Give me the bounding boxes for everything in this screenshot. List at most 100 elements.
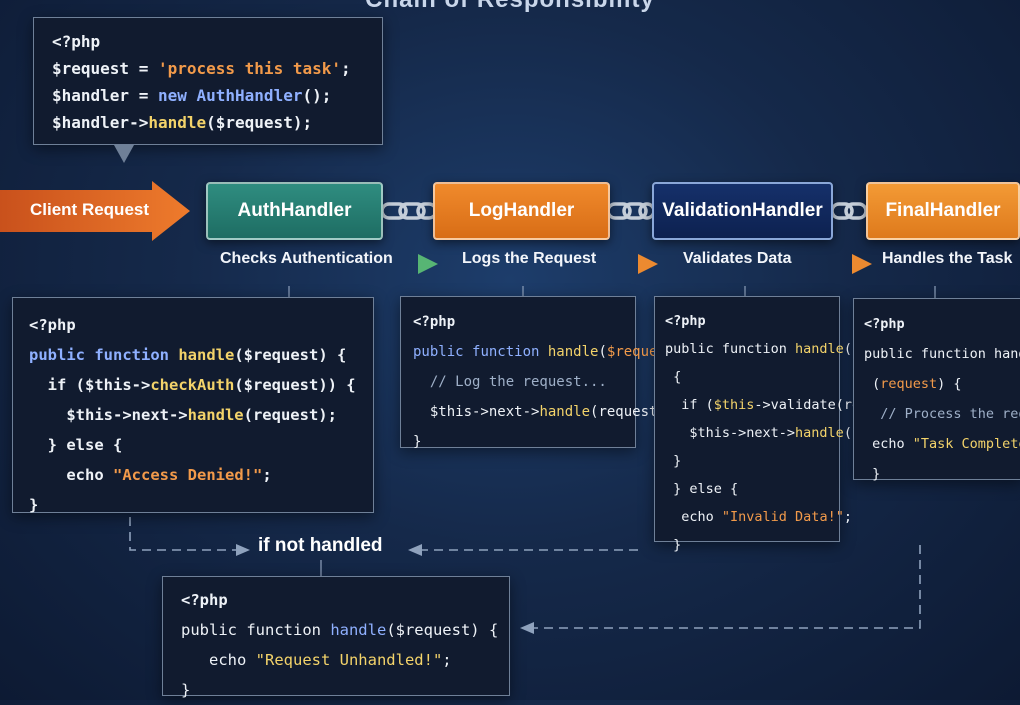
code-token: handle	[148, 113, 207, 132]
code-token: public	[413, 344, 473, 360]
code-token: public	[29, 346, 95, 364]
code-token: $handler->	[52, 113, 149, 132]
code-token: handle	[547, 344, 599, 360]
code-token: ) {	[937, 376, 962, 392]
log-handler-box: LogHandler	[433, 182, 610, 240]
code-token: handle	[187, 406, 244, 424]
chain-link-icon	[380, 202, 438, 220]
code-token: ;	[442, 651, 452, 669]
code-line: <?php	[665, 307, 829, 335]
code-line: $this->next->handle(request);	[665, 419, 925, 447]
code-token: // Log the request...	[413, 374, 607, 390]
code-token: handle	[330, 621, 387, 639]
final-code-box: <?php public function handle($ (request) …	[853, 298, 1020, 482]
code-line: }	[864, 459, 1012, 489]
code-line: }	[413, 427, 623, 457]
flow-arrow-orange	[822, 254, 872, 274]
code-line: public function handle($request) {	[181, 615, 498, 645]
code-token: ;	[341, 59, 351, 78]
code-token: public function handle($	[864, 346, 1020, 362]
code-token: (	[598, 344, 607, 360]
validation-handler-box: ValidationHandler	[652, 182, 833, 240]
code-token: public function	[665, 341, 796, 357]
code-token: "Request Unhandled!"	[255, 651, 443, 669]
code-line: <?php	[29, 310, 357, 340]
code-token: }	[181, 681, 191, 699]
code-token: <?php	[52, 32, 101, 51]
code-token: // Process the request	[880, 406, 1020, 422]
code-line: // Log the request...	[413, 367, 623, 397]
code-token: "Invalid Data!"	[721, 509, 844, 525]
code-token: request	[880, 376, 938, 392]
code-token: if ($this->	[29, 376, 151, 394]
code-token: <?php	[181, 591, 228, 609]
code-line: }	[29, 490, 357, 520]
code-line: if ($this->validate(request)){	[665, 391, 925, 419]
code-lines: <?php$request = 'process this task';$han…	[52, 28, 364, 136]
final-handler-caption: Handles the Task	[882, 250, 1013, 267]
code-token: handle	[795, 341, 844, 357]
code-token: <?php	[665, 313, 706, 329]
code-line: $request = 'process this task';	[52, 55, 364, 82]
code-token: ($request) {	[386, 621, 499, 639]
code-token: <?php	[413, 314, 456, 330]
code-line: public function handle($	[665, 335, 860, 363]
code-token: echo	[181, 651, 256, 669]
fallback-arrowheads	[236, 544, 534, 634]
code-token: echo	[864, 436, 913, 452]
code-token: ($request);	[206, 113, 313, 132]
client-request-label: Client Request	[30, 200, 150, 219]
code-token: } else {	[665, 481, 739, 497]
chain-link-icon	[606, 202, 656, 220]
code-token: handle	[795, 425, 844, 441]
code-line: $handler = new AuthHandler();	[52, 82, 364, 109]
code-token: echo	[29, 466, 113, 484]
code-token: $this->next->	[665, 425, 796, 441]
code-line: public function handle($request) {	[29, 340, 357, 370]
code-token: (	[864, 376, 881, 392]
code-token: <?php	[864, 316, 905, 332]
code-line: if ($this->checkAuth($request)) {	[29, 370, 357, 400]
chain-link-icon	[830, 202, 868, 220]
code-token: $this->next->	[29, 406, 188, 424]
code-token: function	[472, 344, 548, 360]
code-line: }	[181, 675, 491, 705]
code-line: $this->next->handle(request);	[413, 397, 674, 427]
code-token: $handler =	[52, 86, 158, 105]
auth-handler-box: AuthHandler	[206, 182, 383, 240]
callout-tail	[114, 145, 134, 163]
code-token: 'process this task'	[157, 59, 341, 78]
code-line: echo "Request Unhandled!";	[181, 645, 491, 675]
code-token: function	[94, 346, 179, 364]
code-token: {	[665, 369, 682, 385]
flow-arrow-green	[386, 254, 438, 274]
code-token: ();	[302, 86, 332, 105]
code-token: <?php	[29, 316, 76, 334]
code-line: <?php	[864, 309, 1012, 339]
code-token: $request =	[52, 59, 158, 78]
code-line: }	[665, 447, 829, 475]
code-line: <?php	[52, 28, 364, 55]
code-line: echo "Invalid Data!";	[665, 503, 852, 531]
flow-arrow-orange	[612, 254, 658, 274]
client-request-arrow	[0, 181, 190, 241]
code-token: "Task Completed!"	[912, 436, 1020, 452]
code-token: }	[864, 466, 881, 482]
code-line: } else {	[665, 475, 829, 503]
code-line: public function handle($	[864, 339, 1020, 369]
code-token: AuthHandler	[196, 86, 303, 105]
code-token: $this->next->	[413, 404, 540, 420]
code-token: $this	[713, 397, 755, 413]
code-token: } else {	[29, 436, 123, 454]
code-line: } else {	[29, 430, 357, 460]
code-line: }	[665, 531, 829, 559]
code-token: ;	[262, 466, 272, 484]
